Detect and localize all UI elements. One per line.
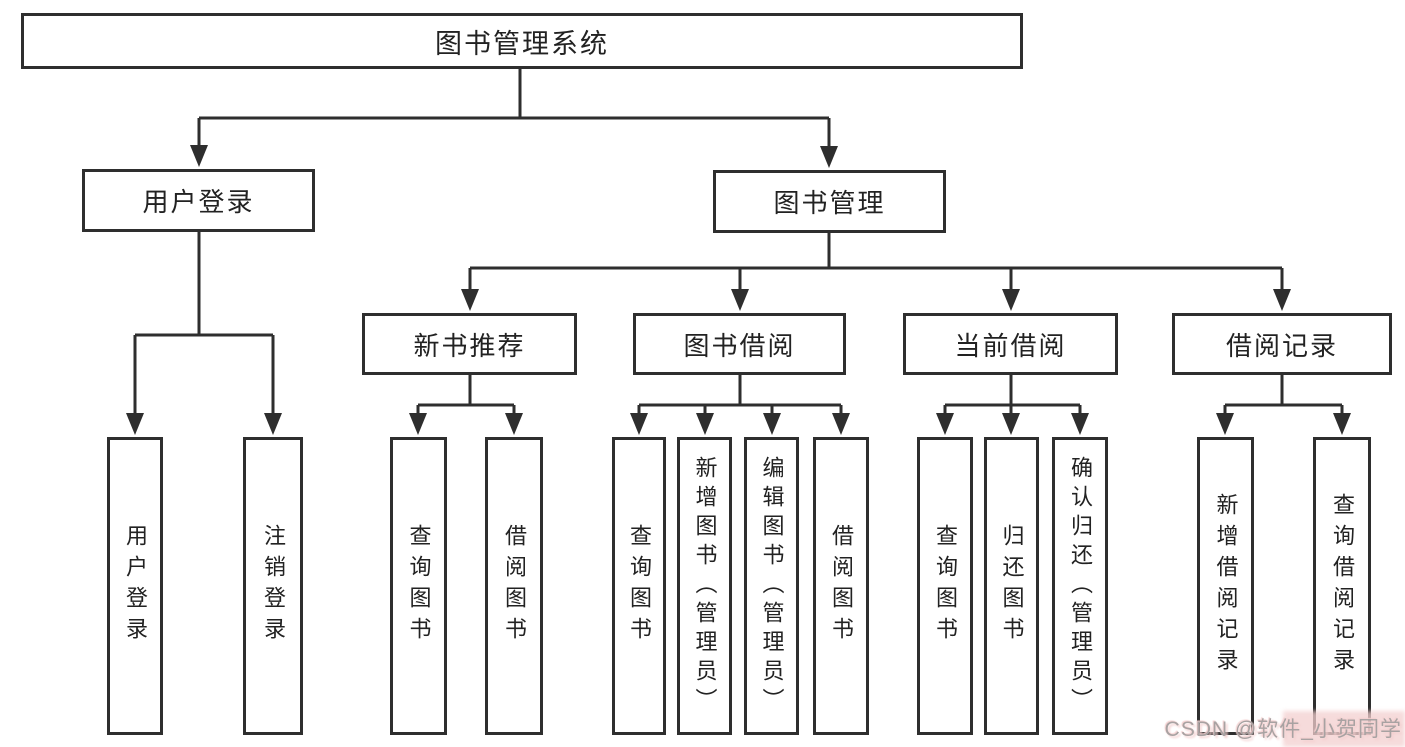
node-library-system: 图书管理系统	[21, 13, 1023, 69]
leaf-return-book: 归还图书	[984, 437, 1039, 735]
watermark-highlight	[1283, 711, 1405, 747]
connector-user-login-children	[126, 232, 282, 435]
node-book-borrow: 图书借阅	[633, 313, 846, 375]
node-current-borrow: 当前借阅	[903, 313, 1118, 375]
leaf-borrow-books-2: 借阅图书	[813, 437, 869, 735]
connector-borrow-record-children	[1216, 375, 1351, 435]
connector-root-to-level2	[190, 69, 838, 168]
leaf-query-borrow-record: 查询借阅记录	[1313, 437, 1371, 735]
leaf-confirm-return-admin: 确认归还（管理员）	[1052, 437, 1108, 735]
connector-book-borrow-children	[630, 375, 850, 435]
leaf-query-books-3: 查询图书	[917, 437, 973, 735]
leaf-logout: 注销登录	[243, 437, 303, 735]
leaf-query-books-2: 查询图书	[612, 437, 666, 735]
leaf-user-login: 用户登录	[107, 437, 163, 735]
leaf-add-book-admin: 新增图书（管理员）	[677, 437, 732, 735]
connector-book-management-children	[461, 233, 1291, 311]
connector-new-book-recommend-children	[409, 375, 523, 435]
watermark: CSDN @软件_小贺同学	[1164, 718, 1402, 741]
leaf-add-borrow-record: 新增借阅记录	[1197, 437, 1254, 735]
node-borrow-record: 借阅记录	[1172, 313, 1392, 375]
node-new-book-recommend: 新书推荐	[362, 313, 577, 375]
leaf-borrow-books-1: 借阅图书	[485, 437, 543, 735]
leaf-query-books-1: 查询图书	[390, 437, 447, 735]
node-book-management: 图书管理	[713, 170, 946, 233]
node-user-login: 用户登录	[82, 169, 315, 232]
leaf-edit-book-admin: 编辑图书（管理员）	[744, 437, 799, 735]
connector-current-borrow-children	[936, 375, 1089, 435]
